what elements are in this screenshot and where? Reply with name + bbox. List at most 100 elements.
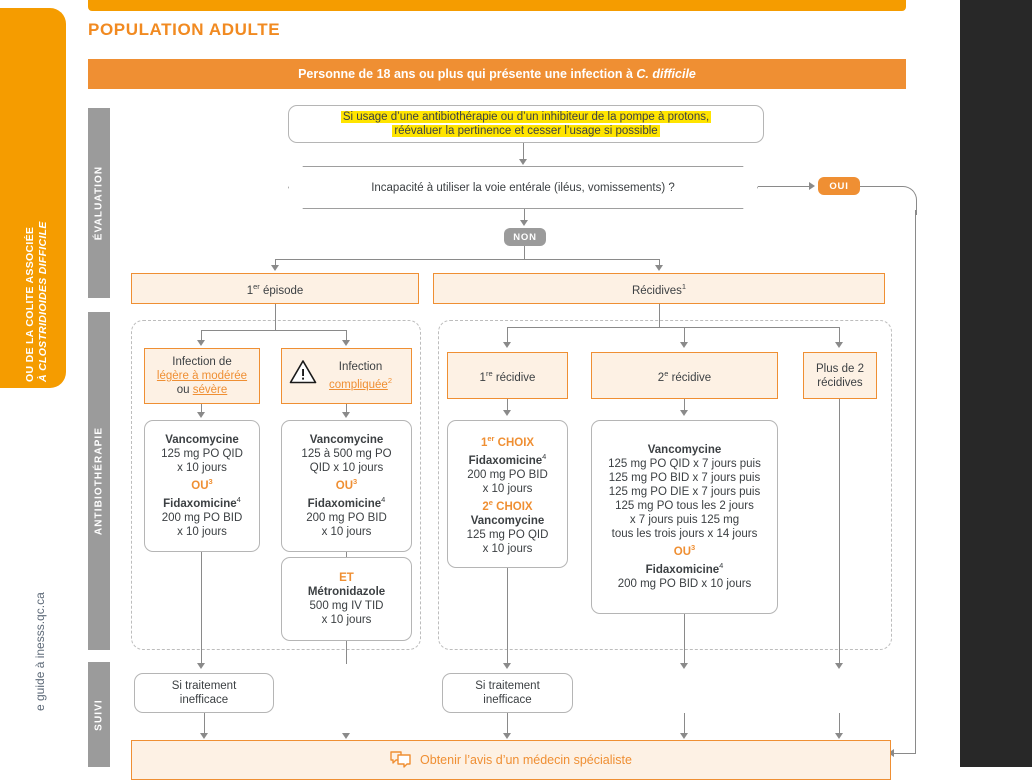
arrow-decision-non: [520, 220, 528, 226]
infection-complicated-link[interactable]: compliquée: [329, 378, 388, 391]
group-recidives: [438, 320, 892, 650]
r1-choice2-word: CHOIX: [492, 500, 533, 513]
card-treatment-metronidazole: ET Métronidazole 500 mg IV TID x 10 jour…: [281, 557, 412, 641]
specialist-advice-label: Obtenir l’avis d’un médecin spécialiste: [420, 753, 632, 767]
arrow-mild-to-card: [197, 412, 205, 418]
card-mild-dose2b: x 10 jours: [177, 525, 227, 538]
connector-comp-to-metro: [346, 552, 348, 558]
note-line-1: Si usage d’une antibiothérapie ou d’un i…: [340, 111, 712, 123]
arrow-to-r3: [835, 342, 843, 348]
left-orange-tab: OU DE LA COLITE ASSOCIÉE À CLOSTRIDIOIDE…: [0, 8, 66, 388]
connector-to-complicated: [346, 330, 348, 342]
speech-bubble-icon: [390, 751, 411, 768]
r2-dose-line-2: 125 mg PO BID x 7 jours puis: [608, 472, 761, 485]
left-footer-url: e guide à inesss.qc.ca: [29, 511, 51, 711]
r1-number: 1: [479, 371, 486, 384]
right-dark-gutter: [960, 0, 1032, 767]
connector-metro-to-bar: [346, 641, 348, 664]
connector-note-decision: [523, 143, 525, 160]
band-evaluation: ÉVALUATION: [88, 108, 110, 298]
left-tab-text: OU DE LA COLITE ASSOCIÉE À CLOSTRIDIOIDE…: [4, 8, 70, 388]
enteral-route-decision: Incapacité à utiliser la voie entérale (…: [288, 166, 758, 209]
connector-r2-col-to-bar: [684, 713, 686, 735]
arrow-r2-col-to-bar: [680, 733, 688, 739]
card-comp-drug2-footnote: 4: [381, 495, 386, 504]
card-metro-drug: Métronidazole: [307, 586, 386, 598]
connector-recidives-split: [507, 327, 840, 329]
connector-to-r1: [507, 327, 509, 343]
r1-dose1b: x 10 jours: [482, 482, 533, 495]
patient-banner-prefix: Personne de 18 ans ou plus qui présente …: [298, 67, 637, 81]
arrow-to-recidives: [655, 265, 663, 271]
connector-suivi2-to-bar: [507, 713, 509, 735]
arrow-to-episode1: [271, 265, 279, 271]
arrow-to-r2: [680, 342, 688, 348]
connector-suivi1-to-bar: [204, 713, 206, 735]
connector-r2-to-card: [684, 399, 686, 411]
card-mild-or: OU: [191, 480, 209, 492]
card-mild-drug2: Fidaxomicine: [163, 497, 237, 510]
antibiotic-review-note: Si usage d’une antibiothérapie ou d’un i…: [288, 105, 764, 143]
r2-dose2: 200 mg PO BID x 10 jours: [617, 577, 752, 590]
arrow-r1-to-card: [503, 410, 511, 416]
connector-non-split: [275, 259, 660, 261]
episode1-ordinal: er: [253, 281, 260, 291]
r1-drug2: Vancomycine: [470, 514, 545, 527]
r3-line2: récidives: [817, 376, 863, 389]
arrow-suivi2-to-bar: [503, 733, 511, 739]
infection-mild-link2[interactable]: sévère: [192, 384, 228, 396]
connector-oui-corner: [888, 186, 917, 215]
left-footer-url-text: e guide à inesss.qc.ca: [33, 592, 47, 711]
r1-dose1a: 200 mg PO BID: [467, 468, 548, 481]
badge-oui: OUI: [818, 177, 860, 195]
arrow-complicated-to-card: [342, 412, 350, 418]
specialist-advice-bar[interactable]: Obtenir l’avis d’un médecin spécialiste: [131, 740, 891, 780]
connector-to-r2: [684, 327, 686, 343]
connector-r3-to-bar: [839, 399, 841, 664]
card-treatment-complicated: Vancomycine 125 à 500 mg PO QID x 10 jou…: [281, 420, 412, 552]
connector-r1card-to-suivi: [507, 568, 509, 664]
card-metro-dose2: x 10 jours: [321, 614, 372, 626]
box-infection-legere-severe: Infection de légère à modérée ou sévère: [144, 348, 260, 404]
infection-complicated-footnote: 2: [387, 376, 392, 386]
card-comp-dose1a: 125 à 500 mg PO: [301, 448, 392, 461]
suivi1-line1: Si traitement: [171, 680, 237, 692]
r1-word: récidive: [492, 371, 536, 384]
r2-dose-line-1: 125 mg PO QID x 7 jours puis: [608, 458, 761, 471]
card-mild-or-footnote: 3: [208, 477, 213, 487]
band-antibiotherapie-label: ANTIBIOTHÉRAPIE: [93, 426, 105, 536]
r2-dose-line-6: tous les trois jours x 14 jours: [611, 528, 758, 541]
warning-triangle-icon: [289, 360, 317, 384]
connector-mild-to-card: [201, 404, 203, 414]
r1-choice1-num: 1: [480, 437, 488, 450]
r3-line1: Plus de 2: [816, 362, 864, 375]
connector-decision-oui: [758, 186, 810, 188]
arrow-r2-to-card: [680, 410, 688, 416]
card-comp-dose2b: x 10 jours: [321, 525, 372, 538]
infection-mild-conj: ou: [176, 384, 193, 396]
connector-oui-right: [860, 186, 902, 188]
r2-dose-line-3: 125 mg PO DIE x 7 jours puis: [608, 486, 761, 499]
card-treatment-mild: Vancomycine 125 mg PO QID x 10 jours OU3…: [144, 420, 260, 552]
card-mild-dose1a: 125 mg PO QID: [161, 448, 243, 461]
card-treatment-recidive1: 1er CHOIX Fidaxomicine4 200 mg PO BID x …: [447, 420, 568, 568]
recidives-label: Récidives: [631, 284, 682, 297]
arrow-r3-to-bar: [835, 663, 843, 669]
card-comp-drug1: Vancomycine: [309, 434, 384, 447]
card-comp-drug2: Fidaxomicine: [307, 497, 382, 510]
connector-r3-col-to-bar: [839, 713, 841, 735]
suivi2-line1: Si traitement: [475, 680, 540, 692]
box-recidives: Récidives1: [433, 273, 885, 304]
episode1-word: épisode: [259, 284, 304, 297]
r2-drug1: Vancomycine: [647, 444, 722, 457]
r1-ordinal: re: [485, 368, 493, 378]
connector-to-recidives: [659, 259, 661, 267]
r2-drug2: Fidaxomicine: [645, 563, 720, 576]
r2-word: récidive: [668, 371, 712, 384]
arrow-note-decision: [519, 159, 527, 165]
r2-number: 2: [657, 371, 665, 384]
left-tab-line-1: OU DE LA COLITE ASSOCIÉE: [24, 226, 36, 382]
connector-r1-to-card: [507, 399, 509, 411]
r1-choice2-num: 2: [482, 500, 489, 513]
infection-mild-link1[interactable]: légère à modérée: [156, 370, 248, 382]
